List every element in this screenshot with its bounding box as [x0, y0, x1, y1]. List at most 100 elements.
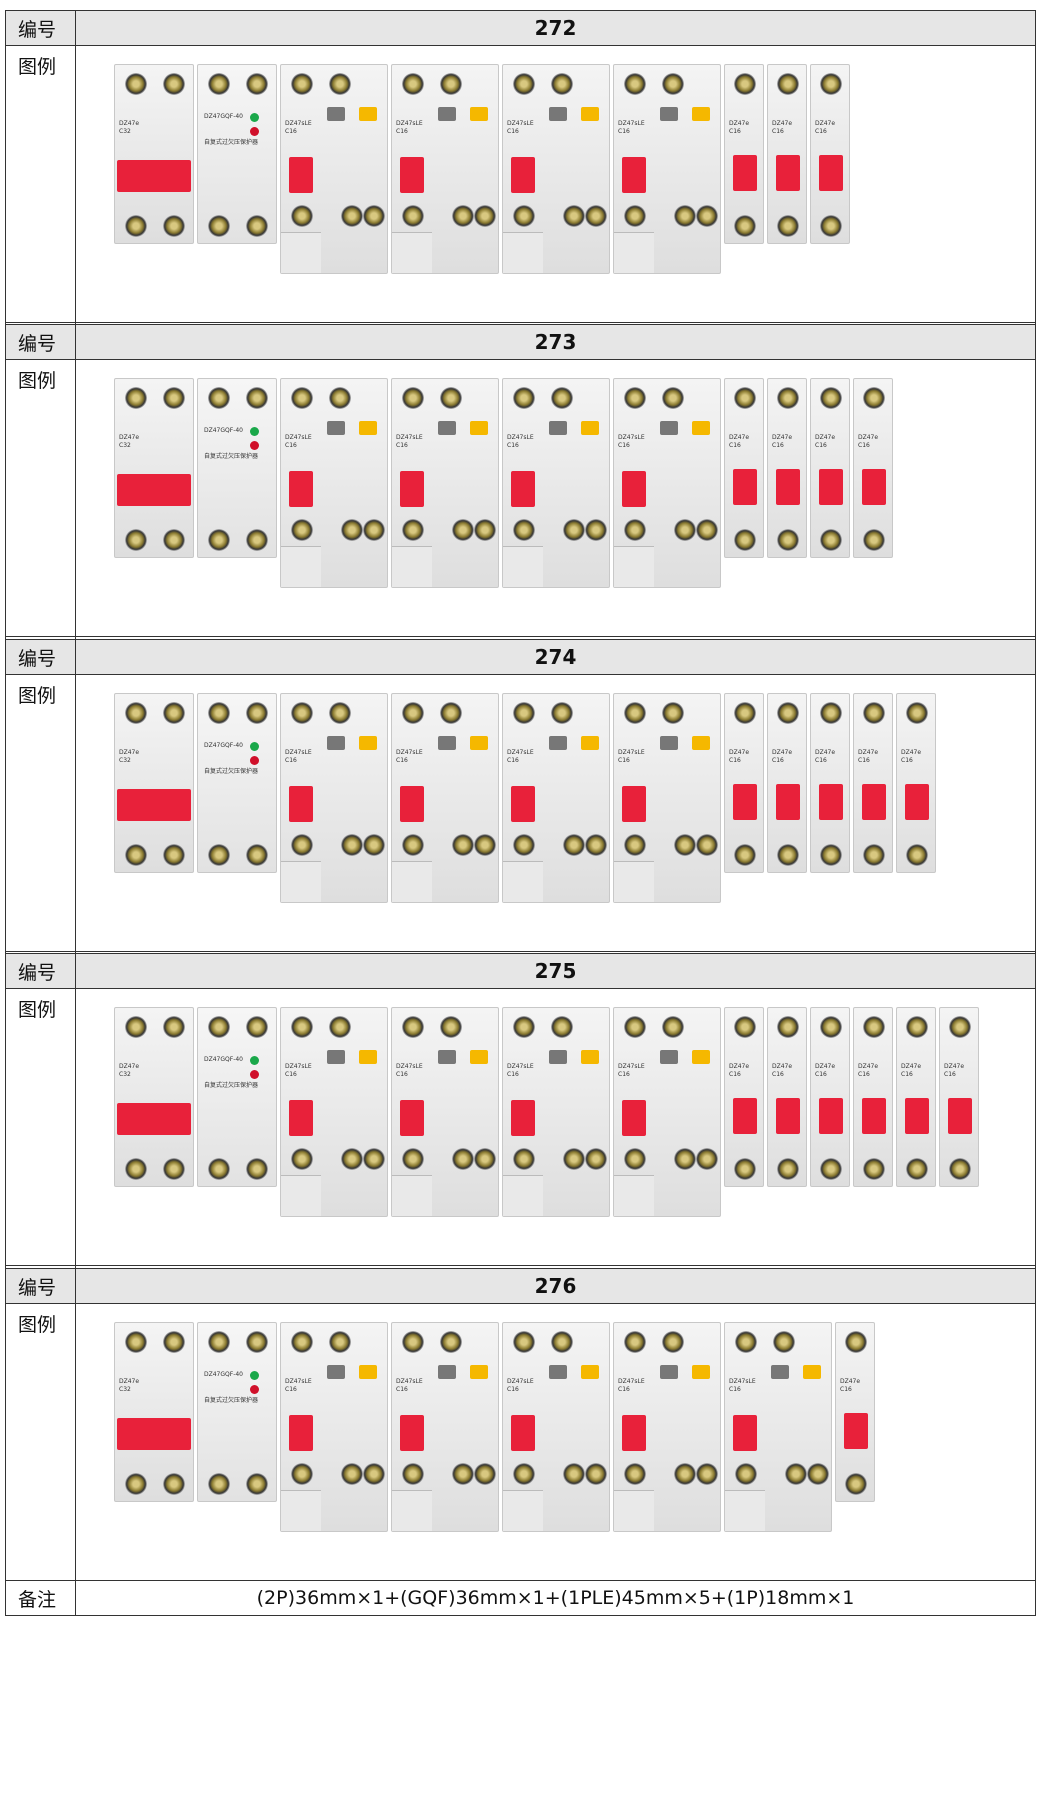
test-button	[581, 421, 599, 435]
load-terminal	[614, 232, 654, 273]
terminal-screw	[674, 519, 696, 541]
rating-label: C16	[729, 442, 741, 449]
terminal-screw	[845, 1331, 867, 1353]
terminal-screw	[208, 1016, 230, 1038]
model-label: DZ47sLE	[396, 1063, 423, 1070]
rating-label: C16	[285, 1071, 297, 1078]
terminal-screw	[863, 702, 885, 724]
terminal-screw	[246, 1016, 268, 1038]
reset-button	[549, 736, 567, 750]
rating-label: C16	[772, 442, 784, 449]
figure-label: 图例	[6, 360, 76, 636]
test-button	[359, 1365, 377, 1379]
test-button	[470, 107, 488, 121]
load-terminal	[392, 232, 432, 273]
reset-button	[660, 107, 678, 121]
terminal-screw	[820, 1016, 842, 1038]
terminal-screw	[246, 529, 268, 551]
toggle-handle	[948, 1098, 972, 1134]
terminal-screw	[734, 1016, 756, 1038]
terminal-screw	[163, 1473, 185, 1495]
terminal-screw	[163, 1158, 185, 1180]
rating-label: C16	[729, 1071, 741, 1078]
terminal-screw	[735, 1331, 757, 1353]
terminal-screw	[402, 834, 424, 856]
terminal-screw	[585, 834, 607, 856]
model-label: DZ47sLE	[618, 1063, 645, 1070]
test-button	[359, 107, 377, 121]
load-terminal	[392, 1175, 432, 1216]
title-label: 自复式过欠压保护器	[204, 453, 259, 460]
terminal-screw	[452, 519, 474, 541]
model-label: DZ47GQF-40	[204, 1371, 243, 1378]
toggle-handle	[776, 469, 800, 505]
toggle-handle	[289, 1100, 313, 1136]
terminal-screw	[734, 215, 756, 237]
config-number: 274	[534, 645, 577, 669]
model-label: DZ47e	[858, 434, 879, 441]
terminal-screw	[125, 1016, 147, 1038]
model-label: DZ47e	[944, 1063, 965, 1070]
reset-button	[327, 421, 345, 435]
title-label: 自复式过欠压保护器	[204, 1397, 259, 1404]
terminal-screw	[674, 1463, 696, 1485]
terminal-screw	[363, 1463, 385, 1485]
test-button	[803, 1365, 821, 1379]
terminal-screw	[452, 205, 474, 227]
terminal-screw	[291, 73, 313, 95]
terminal-screw	[208, 844, 230, 866]
terminal-screw	[513, 1331, 535, 1353]
model-label: DZ47sLE	[285, 120, 312, 127]
protect-led	[250, 441, 259, 450]
rating-label: C32	[119, 128, 131, 135]
terminal-screw	[402, 387, 424, 409]
terminal-screw	[341, 834, 363, 856]
rating-label: C16	[396, 1386, 408, 1393]
toggle-handle	[776, 1098, 800, 1134]
rating-label: C16	[840, 1386, 852, 1393]
model-label: DZ47sLE	[618, 120, 645, 127]
terminal-screw	[291, 834, 313, 856]
terminal-screw	[163, 215, 185, 237]
terminal-screw	[820, 215, 842, 237]
terminal-screw	[734, 529, 756, 551]
toggle-handle	[400, 157, 424, 193]
toggle-handle	[733, 1098, 757, 1134]
terminal-screw	[440, 702, 462, 724]
terminal-screw	[674, 834, 696, 856]
terminal-screw	[734, 844, 756, 866]
toggle-handle	[117, 1418, 191, 1450]
number-label: 编号	[6, 954, 76, 988]
terminal-screw	[551, 1331, 573, 1353]
protect-led	[250, 756, 259, 765]
terminal-screw	[125, 215, 147, 237]
load-terminal	[503, 546, 543, 587]
terminal-screw	[329, 702, 351, 724]
terminal-screw	[402, 1016, 424, 1038]
model-label: DZ47sLE	[729, 1378, 756, 1385]
terminal-screw	[513, 834, 535, 856]
rating-label: C16	[285, 1386, 297, 1393]
toggle-handle	[819, 155, 843, 191]
config-number: 273	[534, 330, 577, 354]
remark-text: (2P)36mm×1+(GQF)36mm×1+(1PLE)45mm×5+(1P)…	[256, 1587, 855, 1609]
terminal-screw	[125, 702, 147, 724]
toggle-handle	[862, 469, 886, 505]
model-label: DZ47sLE	[507, 749, 534, 756]
